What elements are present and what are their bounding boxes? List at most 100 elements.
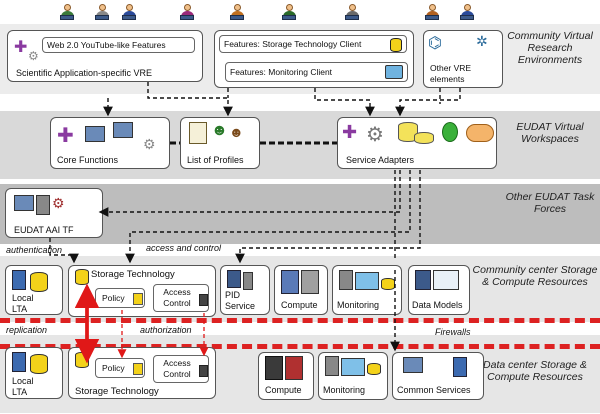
server-icon: [36, 195, 50, 215]
firewalls-label: Firewalls: [435, 327, 471, 337]
gear-icon: ⚙: [52, 195, 65, 211]
common-services-label: Common Services: [397, 385, 471, 395]
dc-storage-tech-label: Storage Technology: [75, 386, 159, 397]
user-icon: [230, 4, 244, 20]
web20-features-box: Web 2.0 YouTube-like Features: [42, 37, 195, 53]
core-functions-box: ✚ ⚙ Core Functions: [50, 117, 170, 169]
aai-tf-label: EUDAT AAI TF: [14, 225, 74, 235]
cc-policy-label: Policy: [102, 293, 125, 303]
database-icon: [390, 38, 402, 52]
scientific-vre-label: Scientific Application-specific VRE: [16, 68, 153, 78]
puzzle-icon: ✚: [57, 125, 74, 147]
replication-label: replication: [6, 325, 48, 335]
service-adapters-label: Service Adapters: [346, 155, 415, 165]
molecule-icon: ⌬: [428, 35, 442, 52]
dc-local-lta-box: Local LTA: [5, 347, 63, 399]
database-icon: [414, 132, 434, 144]
monitoring-client-feature: Features: Monitoring Client: [225, 62, 408, 82]
core-functions-label: Core Functions: [57, 155, 119, 165]
user-icon: [60, 4, 74, 20]
users-icon: ☻: [211, 122, 228, 139]
document-icon: [199, 294, 208, 306]
service-adapters-box: ✚ ⚙ Service Adapters: [337, 117, 497, 169]
data-models-label: Data Models: [412, 300, 463, 310]
dc-compute-label: Compute: [265, 385, 302, 395]
document-icon: [133, 363, 143, 375]
dc-access-control-box: Access Control: [153, 355, 209, 383]
cc-policy-box: Policy: [95, 288, 145, 308]
scientific-vre-box: Web 2.0 YouTube-like Features ✚ ⚙ Scient…: [7, 30, 203, 82]
cc-storage-tech-label: Storage Technology: [91, 269, 175, 280]
monitor-icon: [355, 272, 379, 290]
profiles-box: ☻ ☻ List of Profiles: [180, 117, 260, 169]
server-icon: [301, 270, 319, 294]
band-title-task-forces: Other EUDAT Task Forces: [505, 191, 595, 215]
authentication-label: authentication: [6, 245, 63, 255]
dc-monitoring-label: Monitoring: [323, 385, 366, 395]
molecule-icon: ✲: [476, 33, 488, 49]
cc-access-control-label: Access Control: [163, 287, 191, 308]
gear-icon: ⚙: [143, 136, 156, 152]
user-icon: [282, 4, 296, 20]
document-icon: [199, 365, 208, 377]
user-icon: [460, 4, 474, 20]
document-icon: [133, 293, 143, 305]
cc-access-control-box: Access Control: [153, 284, 209, 312]
pid-service-label: PID Service: [225, 290, 256, 311]
database-icon: [367, 363, 381, 375]
authorization-label: authorization: [140, 325, 192, 335]
server-icon: [285, 356, 303, 380]
server-icon: [415, 270, 431, 290]
cc-local-lta-box: Local LTA: [5, 265, 63, 315]
dc-policy-box: Policy: [95, 358, 145, 378]
access-control-link-label: access and control: [146, 243, 222, 253]
other-vre-box: ⌬ ✲ Other VRE elements: [423, 30, 503, 88]
cc-local-lta-label: Local LTA: [12, 293, 34, 314]
server-icon: [265, 356, 283, 380]
cc-monitoring-label: Monitoring: [337, 300, 380, 310]
database-icon: [30, 354, 48, 374]
user-icon: [95, 4, 109, 20]
gear-icon: ⚙: [366, 124, 384, 146]
computer-icon: [14, 195, 34, 211]
puzzle-icon: ✚: [342, 122, 358, 142]
user-icon: [345, 4, 359, 20]
pid-service-box: PID Service: [220, 265, 270, 315]
band-title-workspaces: EUDAT Virtual Workspaces: [516, 121, 584, 145]
web20-features-label: Web 2.0 YouTube-like Features: [47, 40, 166, 50]
computer-icon: [403, 357, 423, 373]
server-icon: [227, 270, 241, 288]
firewall-line-bottom: [0, 344, 600, 349]
dc-compute-box: Compute: [258, 352, 314, 400]
common-services-box: Common Services: [392, 352, 484, 400]
data-models-box: Data Models: [408, 265, 470, 315]
cc-compute-box: Compute: [274, 265, 328, 315]
cc-monitoring-box: Monitoring: [332, 265, 402, 315]
band-title-community-center: Community center Storage & Compute Resou…: [472, 264, 598, 288]
puzzle-icon: ✚: [14, 39, 28, 56]
server-icon: [243, 272, 253, 290]
aai-tf-box: ⚙ EUDAT AAI TF: [5, 188, 103, 238]
server-icon: [453, 357, 467, 377]
firewall-line-top: [0, 318, 600, 323]
cloud-icon: [466, 124, 494, 142]
dc-monitoring-box: Monitoring: [318, 352, 388, 400]
monitor-icon: [385, 65, 403, 79]
dc-access-control-label: Access Control: [163, 358, 191, 379]
clipboard-icon: [189, 122, 207, 144]
server-icon: [325, 356, 339, 376]
server-icon: [12, 352, 26, 372]
computer-icon: [113, 122, 133, 138]
monitoring-client-label: Features: Monitoring Client: [230, 67, 333, 77]
user-icon: [425, 4, 439, 20]
computer-icon: [85, 126, 105, 142]
database-icon: [30, 272, 48, 292]
server-icon: [281, 270, 299, 294]
storage-client-label: Features: Storage Technology Client: [224, 39, 362, 49]
other-vre-label: Other VRE elements: [430, 63, 472, 84]
storage-client-box: Features: Storage Technology Client Feat…: [214, 30, 414, 88]
gear-icon: ⚙: [28, 49, 39, 63]
dc-local-lta-label: Local LTA: [12, 376, 34, 397]
cc-compute-label: Compute: [281, 300, 318, 310]
